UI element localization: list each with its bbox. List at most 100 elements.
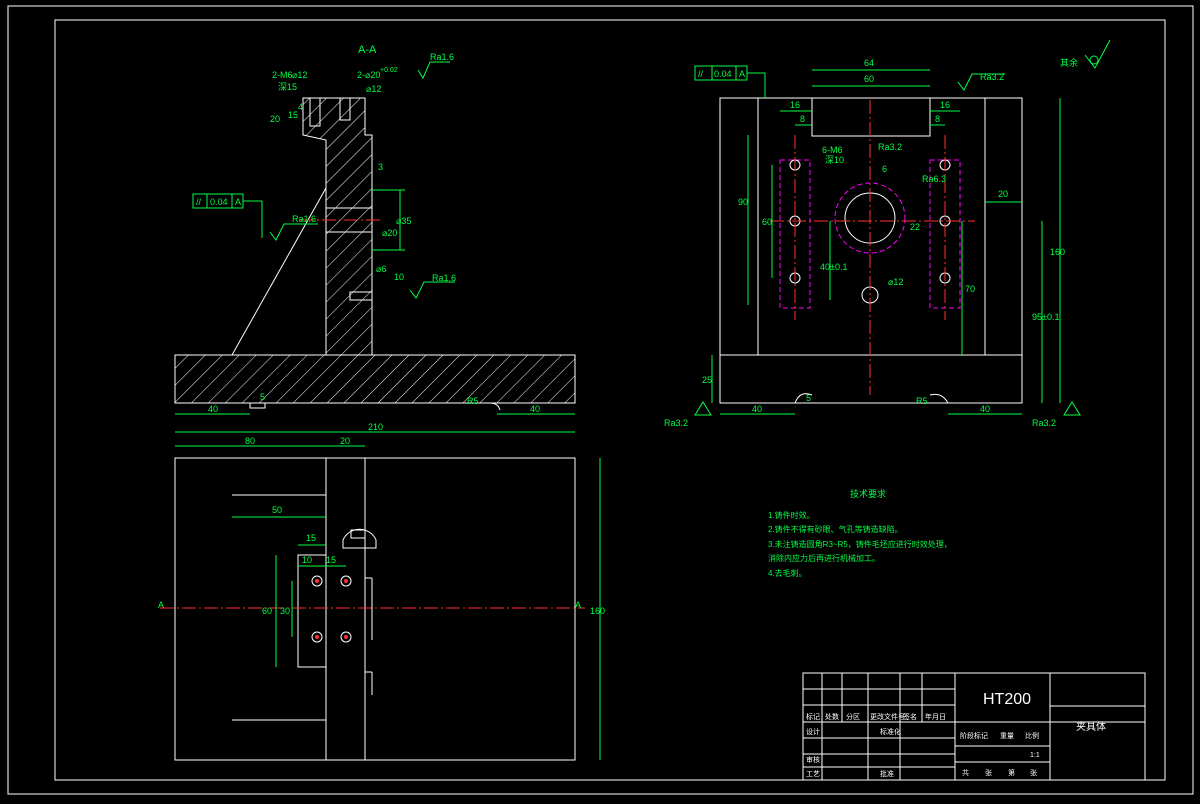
bolt-hole-4 [340, 631, 352, 643]
svg-text:40: 40 [530, 404, 540, 414]
svg-text:2-M6: 2-M6 [272, 70, 293, 80]
svg-text:+0.02: +0.02 [380, 67, 398, 74]
svg-text:0.04: 0.04 [714, 69, 732, 79]
svg-text:5: 5 [806, 393, 811, 403]
svg-text:R5: R5 [916, 396, 928, 406]
title-block: 标记 处数 分区 更改文件号 签名 年月日 设计 标准化 审核 工艺 批准 HT… [802, 672, 1146, 781]
svg-text:张: 张 [985, 768, 992, 777]
svg-text:2-⌀20: 2-⌀20 [357, 70, 380, 80]
svg-text:Ra3.2: Ra3.2 [980, 72, 1004, 82]
svg-text:20: 20 [340, 436, 350, 446]
svg-text:40: 40 [980, 404, 990, 414]
svg-text:⌀20: ⌀20 [382, 228, 397, 238]
svg-text:4: 4 [298, 102, 303, 112]
svg-text:Ra3.2: Ra3.2 [878, 142, 902, 152]
top-view: A A 80 20 50 15 10 15 60 30 160 [158, 436, 605, 761]
svg-text:重量: 重量 [1000, 732, 1014, 740]
svg-text:6: 6 [882, 164, 887, 174]
svg-text:4.去毛刺。: 4.去毛刺。 [768, 568, 807, 578]
section-title: A-A [358, 44, 377, 56]
inner-frame [54, 19, 1166, 781]
svg-text:15: 15 [326, 555, 336, 565]
svg-text:深15: 深15 [278, 82, 297, 92]
svg-text:技术要求: 技术要求 [850, 488, 886, 499]
bolt-hole-3 [311, 631, 323, 643]
svg-text:Ra1.6: Ra1.6 [432, 273, 456, 283]
svg-text:1:1: 1:1 [1030, 752, 1040, 759]
svg-text:60: 60 [864, 74, 874, 84]
svg-text:标准化: 标准化 [880, 727, 901, 736]
svg-text:160: 160 [1050, 247, 1065, 257]
svg-text:Ra3.2: Ra3.2 [664, 418, 688, 428]
svg-text:64: 64 [864, 58, 874, 68]
part-name: 夹具体 [1076, 720, 1106, 733]
svg-text:⌀6: ⌀6 [376, 264, 386, 274]
svg-text:签名: 签名 [903, 712, 917, 721]
svg-text:15: 15 [288, 110, 298, 120]
svg-text:10: 10 [394, 272, 404, 282]
svg-text:22: 22 [910, 222, 920, 232]
base-plate [174, 354, 576, 404]
technical-notes: 技术要求 1.铸件时效。 2.铸件不得有砂眼、气孔等铸造缺陷。 3.未注铸造圆角… [768, 488, 952, 578]
top-view-outline [174, 457, 576, 761]
vertical-column [302, 97, 373, 356]
svg-text:年月日: 年月日 [925, 712, 946, 721]
bolt-hole-2 [340, 575, 352, 587]
svg-text:A: A [158, 600, 164, 610]
svg-text:阶段标记: 阶段标记 [960, 731, 988, 740]
svg-text:审核: 审核 [806, 755, 820, 764]
svg-text:分区: 分区 [846, 712, 860, 721]
svg-text:⌀12: ⌀12 [366, 84, 381, 94]
svg-text:210: 210 [368, 422, 383, 432]
svg-text:1.铸件时效。: 1.铸件时效。 [768, 510, 815, 520]
svg-text:40: 40 [752, 404, 762, 414]
svg-text:批准: 批准 [880, 769, 894, 778]
svg-text:更改文件号: 更改文件号 [870, 712, 905, 721]
bolt-hole-1 [311, 575, 323, 587]
svg-text:Ra1.6: Ra1.6 [292, 214, 316, 224]
svg-text:160: 160 [590, 606, 605, 616]
svg-text:16: 16 [940, 100, 950, 110]
svg-text:70: 70 [965, 284, 975, 294]
svg-text://: // [196, 197, 202, 207]
svg-text:60: 60 [762, 217, 772, 227]
svg-text:处数: 处数 [825, 712, 839, 721]
svg-text:Ra6.3: Ra6.3 [922, 174, 946, 184]
front-view-base [719, 354, 1023, 404]
svg-text:⌀12: ⌀12 [888, 277, 903, 287]
svg-text:张: 张 [1030, 768, 1037, 777]
svg-text:深10: 深10 [825, 155, 844, 165]
svg-text:A: A [575, 600, 581, 610]
top-groove [811, 97, 931, 137]
svg-text:95±0.1: 95±0.1 [1032, 312, 1059, 322]
svg-text:10: 10 [302, 555, 312, 565]
small-hole [349, 291, 373, 301]
section-view-a-a: A-A 40 5 R5 40 210 2-M6 ⌀12 深15 2-⌀20 +0… [174, 44, 576, 433]
svg-text:⌀12: ⌀12 [292, 70, 307, 80]
svg-text:3.未注铸造圆角R3~R5，铸件毛坯应进行时效处理，: 3.未注铸造圆角R3~R5，铸件毛坯应进行时效处理， [768, 539, 952, 549]
svg-text:25: 25 [702, 375, 712, 385]
svg-text:5: 5 [260, 392, 265, 402]
svg-text:15: 15 [306, 533, 316, 543]
svg-text:80: 80 [245, 436, 255, 446]
svg-text:A: A [235, 197, 241, 207]
svg-text:A: A [739, 69, 745, 79]
svg-text:20: 20 [998, 189, 1008, 199]
svg-text:设计: 设计 [806, 727, 820, 736]
svg-text:8: 8 [935, 114, 940, 124]
thread-hole-m6 [309, 97, 321, 127]
svg-text:标记: 标记 [806, 712, 820, 721]
support-rib [231, 187, 327, 356]
svg-text:共: 共 [962, 768, 969, 777]
svg-text:16: 16 [790, 100, 800, 110]
svg-text:工艺: 工艺 [806, 770, 820, 778]
svg-text:Ra3.2: Ra3.2 [1032, 418, 1056, 428]
svg-text:90: 90 [738, 197, 748, 207]
svg-text:⌀35: ⌀35 [396, 216, 411, 226]
svg-text:0.04: 0.04 [210, 197, 228, 207]
svg-text:3: 3 [378, 162, 383, 172]
svg-text:R5: R5 [467, 396, 479, 406]
svg-text:60: 60 [262, 606, 272, 616]
